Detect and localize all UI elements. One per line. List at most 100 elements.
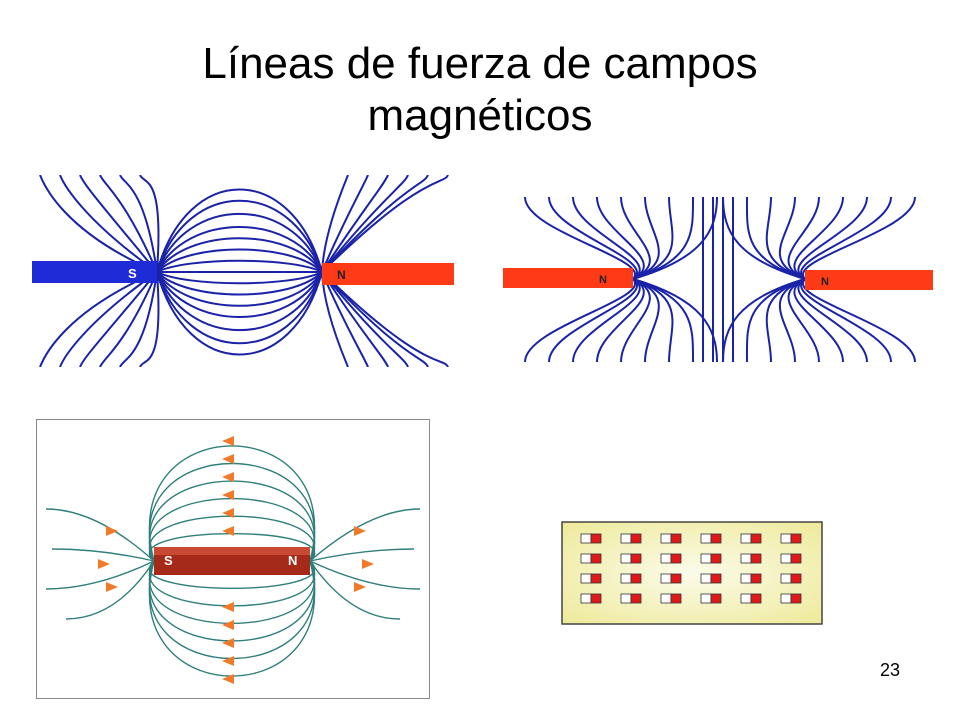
field-line bbox=[797, 278, 868, 363]
field-line bbox=[620, 196, 651, 280]
north-pole-label: N bbox=[337, 268, 346, 282]
direction-arrows bbox=[98, 436, 374, 684]
field-line bbox=[156, 188, 323, 273]
domain-south bbox=[580, 553, 592, 564]
field-line bbox=[156, 271, 323, 356]
arrow-head bbox=[222, 620, 234, 630]
field-line bbox=[45, 508, 155, 562]
field-line bbox=[59, 175, 158, 273]
domain-south bbox=[620, 593, 632, 604]
field-line bbox=[156, 259, 323, 273]
south-pole-label: S bbox=[164, 553, 173, 568]
north-magnet bbox=[322, 263, 454, 285]
domain-grid bbox=[580, 533, 802, 604]
field-line bbox=[321, 175, 449, 273]
domain-south bbox=[660, 553, 672, 564]
domain-north bbox=[790, 593, 802, 604]
domain-north bbox=[670, 593, 682, 604]
field-line bbox=[572, 278, 641, 363]
arrow-head bbox=[222, 656, 234, 666]
field-line bbox=[139, 271, 160, 367]
domain-north bbox=[710, 553, 722, 564]
domain-north bbox=[630, 553, 642, 564]
field-line bbox=[321, 271, 369, 367]
domain-north bbox=[590, 573, 602, 584]
domain-north bbox=[630, 533, 642, 544]
field-line bbox=[119, 271, 158, 367]
field-line bbox=[156, 271, 323, 296]
field-line bbox=[39, 175, 158, 273]
field-line bbox=[765, 196, 806, 280]
field-line bbox=[156, 271, 323, 331]
domain-south bbox=[740, 553, 752, 564]
arrow-head bbox=[222, 436, 234, 446]
domain-north bbox=[590, 553, 602, 564]
field-line bbox=[321, 271, 449, 367]
field-line bbox=[156, 271, 323, 285]
field-line bbox=[787, 196, 820, 280]
field-line bbox=[79, 271, 158, 367]
field-line bbox=[632, 278, 718, 363]
arrow-head bbox=[354, 526, 366, 536]
field-line bbox=[321, 175, 409, 273]
domain-south bbox=[620, 553, 632, 564]
field-line bbox=[65, 560, 155, 620]
field-line bbox=[800, 196, 892, 280]
field-line bbox=[39, 271, 158, 367]
south-pole-label: S bbox=[128, 266, 137, 281]
domain-north bbox=[750, 553, 762, 564]
field-line bbox=[79, 175, 158, 273]
bar-magnet-figure: S N bbox=[36, 419, 430, 699]
domain-south bbox=[740, 533, 752, 544]
field-line bbox=[548, 278, 638, 363]
field-line bbox=[793, 278, 844, 363]
field-line bbox=[119, 175, 158, 273]
arrow-head bbox=[354, 582, 366, 592]
field-line bbox=[765, 278, 806, 363]
field-line bbox=[148, 445, 316, 562]
arrow-head bbox=[222, 472, 234, 482]
title-line-1: Líneas de fuerza de campos bbox=[202, 39, 758, 88]
domain-north bbox=[590, 593, 602, 604]
domain-south bbox=[780, 553, 792, 564]
domain-south bbox=[580, 573, 592, 584]
arrow-head bbox=[362, 559, 374, 569]
domain-north bbox=[630, 573, 642, 584]
field-line bbox=[801, 278, 916, 363]
field-line bbox=[524, 196, 637, 280]
field-line bbox=[156, 248, 323, 273]
domain-north bbox=[750, 573, 762, 584]
field-line bbox=[99, 175, 158, 273]
field-line bbox=[156, 271, 323, 318]
domain-north bbox=[670, 553, 682, 564]
domain-south bbox=[700, 533, 712, 544]
field-line bbox=[309, 548, 415, 562]
field-lines bbox=[524, 196, 916, 363]
arrow-head bbox=[222, 490, 234, 500]
field-line bbox=[156, 213, 323, 273]
arrow-head bbox=[98, 559, 110, 569]
domain-north bbox=[670, 533, 682, 544]
domain-north bbox=[630, 593, 642, 604]
domain-south bbox=[780, 573, 792, 584]
field-line bbox=[596, 196, 645, 280]
domain-south bbox=[780, 593, 792, 604]
field-line bbox=[800, 278, 892, 363]
domain-south bbox=[700, 593, 712, 604]
field-line bbox=[156, 271, 323, 345]
domain-north bbox=[670, 573, 682, 584]
field-line bbox=[59, 271, 158, 367]
field-line bbox=[801, 196, 916, 280]
domain-south bbox=[660, 533, 672, 544]
domain-north bbox=[710, 573, 722, 584]
south-magnet bbox=[32, 261, 157, 283]
field-line bbox=[632, 278, 695, 363]
field-line bbox=[321, 271, 429, 367]
field-line bbox=[309, 508, 421, 562]
title-line-2: magnéticos bbox=[367, 91, 593, 140]
domain-south bbox=[580, 533, 592, 544]
field-line bbox=[632, 196, 718, 280]
domain-south bbox=[700, 573, 712, 584]
arrow-head bbox=[106, 526, 118, 536]
arrow-head bbox=[222, 526, 234, 536]
